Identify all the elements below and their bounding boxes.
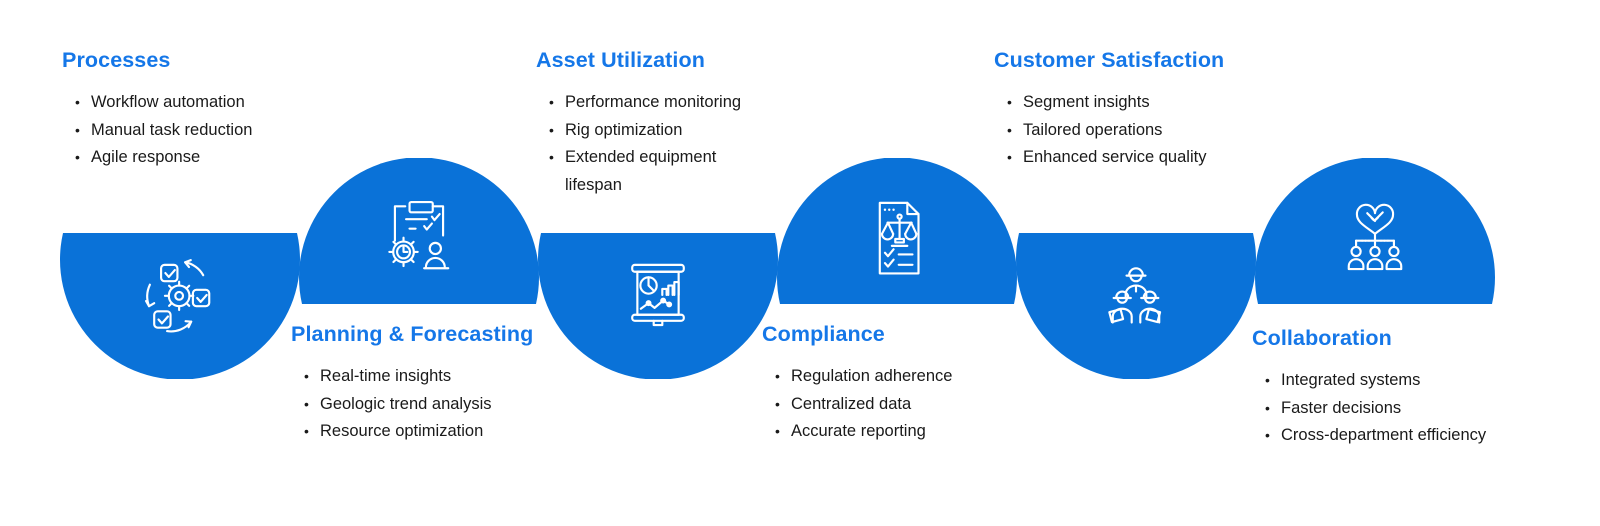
bullet-item: Agile response [62,144,312,172]
dome-planning-forecasting [299,158,539,304]
dome-customer-satisfaction [1016,233,1256,379]
bullet-item: Performance monitoring [536,89,750,117]
section-compliance: Compliance Regulation adherence Centrali… [762,322,1022,446]
bullet-item: Accurate reporting [762,418,1022,446]
section-customer-satisfaction: Customer Satisfaction Segment insights T… [994,48,1264,172]
bullet-list: Real-time insights Geologic trend analys… [291,363,571,446]
bullet-item: Geologic trend analysis [291,391,571,419]
dome-collaboration [1255,158,1495,304]
dome-shape [299,158,539,304]
bullet-item: Workflow automation [62,89,312,117]
dome-asset-utilization [538,233,778,379]
bullet-item: Real-time insights [291,363,571,391]
bullet-item: Regulation adherence [762,363,1022,391]
bullet-item: Tailored operations [994,117,1264,145]
section-title: Compliance [762,322,885,346]
bullet-item: Enhanced service quality [994,144,1264,172]
bullet-item: Centralized data [762,391,1022,419]
dome-shape [1016,233,1256,379]
handshake-team-icon [1332,196,1418,282]
section-asset-utilization: Asset Utilization Performance monitoring… [536,48,750,199]
field-workers-icon [1093,258,1179,344]
section-title: Processes [62,48,171,72]
section-title: Asset Utilization [536,48,705,72]
presentation-charts-icon [615,258,701,344]
dome-shape [1255,158,1495,304]
bullet-item: Extended equipment lifespan [536,144,750,199]
bullet-item: Rig optimization [536,117,750,145]
process-cycle-icon [137,258,223,344]
bullet-item: Faster decisions [1252,395,1552,423]
bullet-item: Segment insights [994,89,1264,117]
bullet-item: Cross-department efficiency [1252,422,1552,450]
section-collaboration: Collaboration Integrated systems Faster … [1252,326,1552,450]
dome-shape [777,158,1017,304]
section-planning-forecasting: Planning & Forecasting Real-time insight… [291,322,571,446]
section-title: Planning & Forecasting [291,322,534,346]
bullet-list: Performance monitoring Rig optimization … [536,89,750,199]
section-processes: Processes Workflow automation Manual tas… [62,48,312,172]
bullet-list: Workflow automation Manual task reductio… [62,89,312,172]
section-title: Customer Satisfaction [994,48,1225,72]
bullet-item: Integrated systems [1252,367,1552,395]
planning-gear-clock-icon [376,196,462,282]
dome-processes [60,233,300,379]
bullet-list: Integrated systems Faster decisions Cros… [1252,367,1552,450]
section-title: Collaboration [1252,326,1392,350]
bullet-item: Resource optimization [291,418,571,446]
dome-compliance [777,158,1017,304]
bullet-list: Segment insights Tailored operations Enh… [994,89,1264,172]
compliance-scales-document-icon [854,196,940,282]
bullet-item: Manual task reduction [62,117,312,145]
bullet-list: Regulation adherence Centralized data Ac… [762,363,1022,446]
